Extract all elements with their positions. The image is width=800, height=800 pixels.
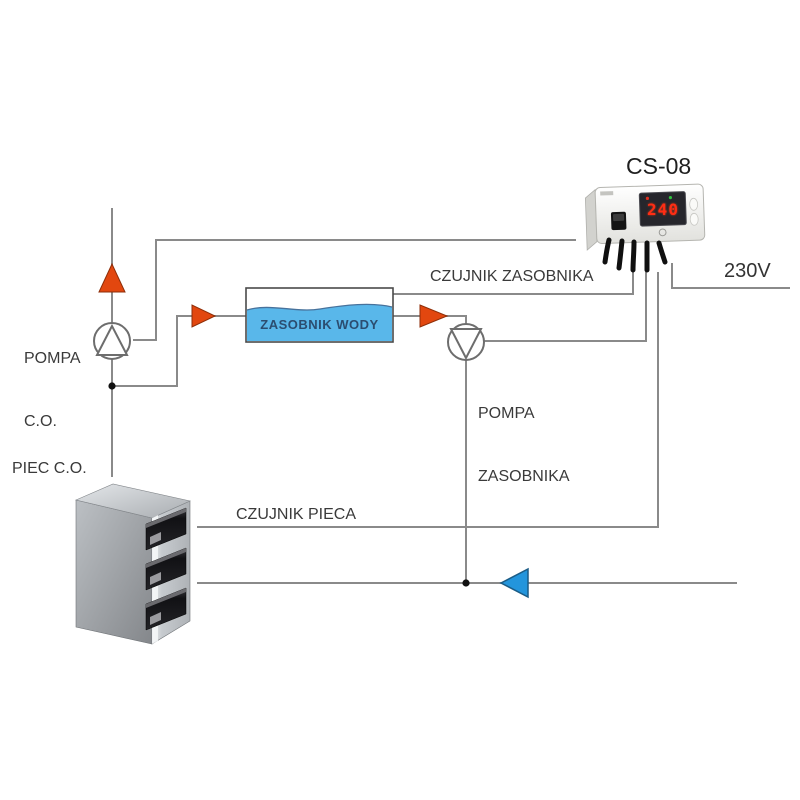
zasobnik-wody-label: ZASOBNIK WODY — [260, 317, 379, 332]
led-display-bezel — [638, 191, 687, 227]
cable — [656, 240, 668, 265]
controller-model-label: CS-08 — [626, 153, 692, 179]
controller-cables — [602, 237, 668, 273]
cable — [602, 237, 612, 265]
pipe-tank-to-pump — [393, 315, 467, 324]
pipe-junction-to-tank — [112, 315, 246, 387]
boiler-doors — [145, 507, 187, 631]
pompa-zasobnika-line2: ZASOBNIKA — [478, 468, 570, 485]
pump-co-symbol — [93, 322, 131, 360]
wire-czujnik-pieca — [197, 272, 659, 528]
piec-co-label: PIEC C.O. — [12, 460, 87, 477]
pompa-zasobnika-label: POMPA ZASOBNIKA — [478, 361, 570, 529]
wire-230v-leader — [671, 263, 790, 289]
flow-arrow-right-icon — [419, 304, 449, 328]
controller-side-face — [584, 188, 598, 251]
pump-zasobnika-symbol — [447, 323, 485, 361]
adjust-button — [689, 197, 699, 211]
return-arrow-left-icon — [499, 567, 529, 599]
junction-dot — [462, 579, 470, 587]
cable — [630, 239, 637, 273]
door-top-edge — [146, 588, 186, 608]
status-led-red — [645, 196, 650, 201]
pump-triangle-icon — [95, 323, 129, 356]
logo-mark — [658, 228, 667, 237]
water-surface-line — [246, 303, 393, 311]
power-230v-label: 230V — [724, 260, 771, 282]
flow-arrow-right-icon — [191, 304, 217, 328]
led-display-value: 240 — [647, 200, 679, 219]
tank-water — [247, 304, 392, 341]
water-tank — [245, 287, 394, 343]
czujnik-pieca-label: CZUJNIK PIECA — [236, 506, 357, 523]
czujnik-zasobnika-label: CZUJNIK ZASOBNIKA — [430, 268, 594, 285]
door-handle — [150, 612, 161, 625]
status-led-green — [668, 196, 673, 200]
pompa-co-line2: C.O. — [24, 413, 57, 430]
boiler-left-face — [75, 499, 153, 645]
power-switch-rocker — [612, 213, 625, 222]
pompa-co-label: POMPA C.O. — [24, 306, 81, 474]
pipe-network — [111, 208, 790, 584]
door-handle — [150, 532, 161, 545]
wire-pump-zasobnika — [484, 272, 647, 342]
flow-arrow-up-icon — [98, 262, 126, 293]
pompa-zasobnika-line1: POMPA — [478, 405, 535, 422]
wire-pump-co — [133, 239, 576, 341]
boiler-top-face — [75, 483, 191, 519]
cable — [616, 238, 625, 271]
tank-outline — [245, 287, 394, 343]
wire-czujnik-zasobnika — [393, 271, 634, 295]
pump-triangle-icon — [449, 328, 483, 361]
boiler-graphic — [75, 483, 191, 645]
controller-brand-strip — [600, 191, 614, 196]
door-top-edge — [146, 508, 186, 528]
junction-dot — [108, 382, 116, 390]
adjust-button — [689, 212, 699, 226]
controller-graphic — [584, 183, 706, 273]
pompa-co-line1: POMPA — [24, 350, 81, 367]
door-handle — [150, 572, 161, 585]
door-top-edge — [146, 548, 186, 568]
